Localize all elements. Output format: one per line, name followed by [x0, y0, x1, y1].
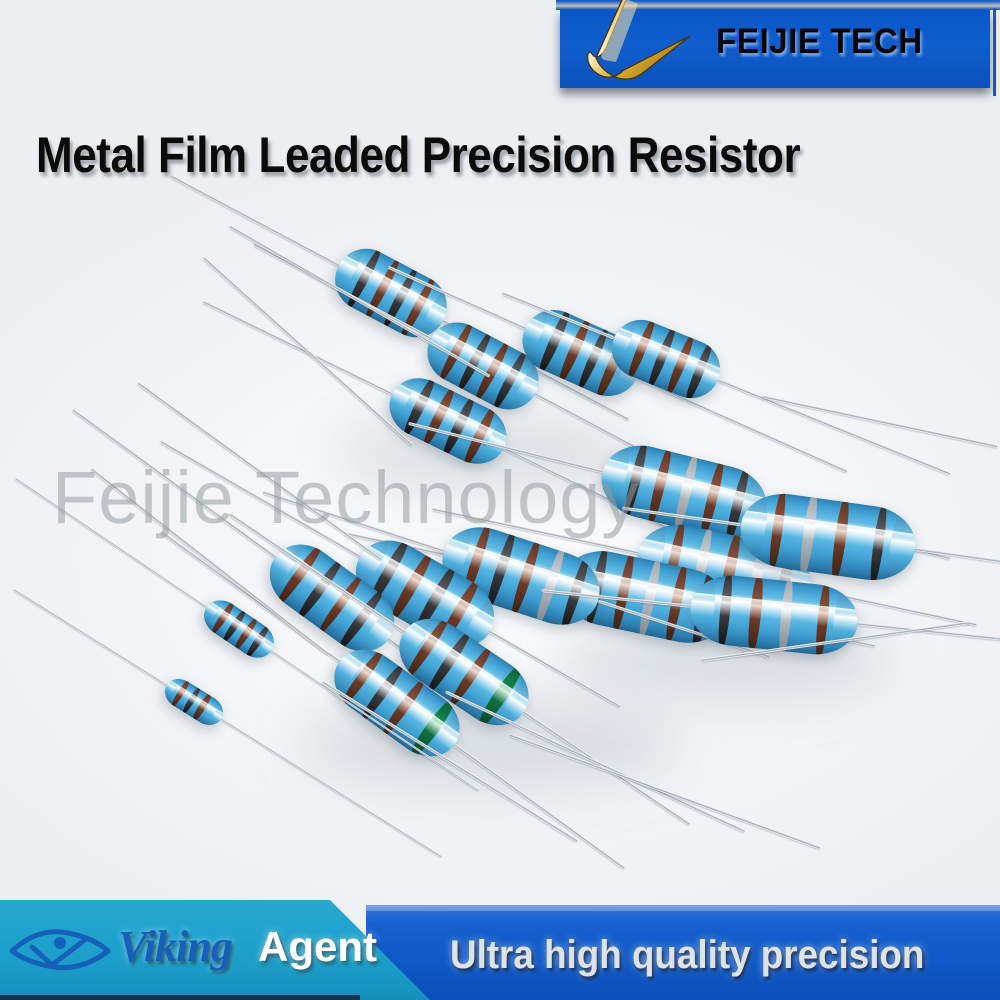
footer-blue-panel — [366, 911, 1000, 1000]
gold-swoosh-checkmark-icon — [587, 0, 691, 80]
agent-brand-name: Viking — [118, 922, 233, 971]
resistor-cap — [206, 702, 229, 731]
resistor-band — [636, 557, 664, 639]
footer-accent-line — [366, 905, 1000, 913]
resistor-band — [776, 578, 795, 655]
page-title: Metal Film Leaded Precision Resistor — [36, 127, 801, 183]
resistor-lead — [13, 588, 168, 686]
brand-name: FEIJIE TECH — [716, 22, 923, 61]
resistor-band — [867, 503, 890, 585]
resistor-body — [159, 673, 229, 731]
agent-label: Agent — [258, 923, 377, 970]
resistor-band — [829, 498, 851, 580]
resistor-lead — [914, 547, 1000, 568]
resistor-band — [716, 571, 735, 649]
resistor-lead — [170, 174, 340, 267]
resistor-band — [610, 552, 637, 633]
resistor-band — [508, 539, 543, 616]
resistor-band — [697, 459, 727, 538]
resistor-lead — [202, 300, 393, 396]
resistor-band — [746, 574, 765, 652]
resistor-lead — [160, 440, 361, 558]
brand-header: FEIJIE TECH — [556, 0, 1000, 96]
resistor-lead — [857, 622, 1000, 641]
resistor-band — [533, 547, 567, 624]
viking-eye-checkmark-icon — [9, 929, 111, 971]
resistor-band — [813, 581, 832, 659]
header-top-strip — [556, 0, 1000, 10]
footer-bottom-edge — [0, 995, 360, 1000]
resistor-body — [197, 593, 281, 665]
footer-banner: Ultra high quality precision Viking Agen… — [0, 895, 1000, 1000]
resistor-item-small — [15, 477, 480, 792]
stray-lead — [762, 395, 998, 448]
resistor-band — [766, 489, 789, 571]
header-right-edge — [993, 8, 996, 96]
footer-tagline: Ultra high quality precision — [450, 933, 925, 977]
resistor-band — [798, 494, 820, 575]
resistor-item-small — [13, 588, 443, 858]
